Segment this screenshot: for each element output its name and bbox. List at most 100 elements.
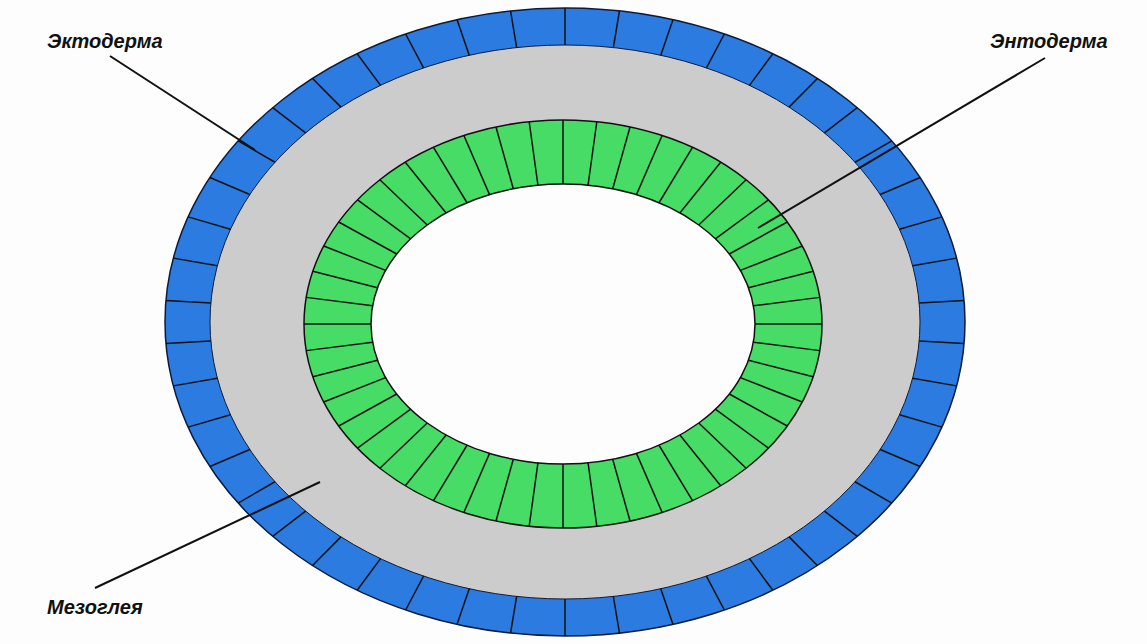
- cell-border: [306, 342, 372, 350]
- cell-border: [613, 127, 630, 189]
- cell-border: [166, 341, 211, 344]
- cell-border: [313, 537, 341, 566]
- cell-border: [706, 34, 724, 68]
- cell-border: [919, 301, 964, 304]
- cell-border: [273, 108, 306, 133]
- cell-border: [636, 136, 662, 195]
- cell-border: [706, 576, 724, 610]
- cell-border: [680, 435, 721, 486]
- cell-border: [238, 482, 275, 503]
- cell-border: [740, 378, 802, 402]
- cell-border: [313, 360, 378, 377]
- ectoderm-ring: [165, 8, 965, 636]
- leader-line: [95, 482, 320, 588]
- cell-border: [238, 141, 275, 162]
- cell-border: [358, 409, 411, 448]
- cell-border: [613, 11, 619, 48]
- cell-border: [661, 20, 673, 56]
- cell-border: [680, 162, 721, 213]
- cell-border: [357, 559, 380, 591]
- cell-border: [564, 599, 566, 636]
- cell-border: [405, 162, 446, 213]
- cell-border: [661, 589, 673, 625]
- cell-border: [529, 122, 538, 185]
- cell-border: [749, 559, 772, 591]
- cell-border: [699, 180, 746, 225]
- cell-border: [789, 78, 817, 107]
- cell-border: [562, 464, 564, 528]
- cell-border: [900, 217, 942, 229]
- cell-border: [434, 445, 468, 500]
- cell-border: [511, 596, 517, 633]
- cell-border: [380, 423, 427, 468]
- cell-border: [406, 576, 424, 610]
- cell-border: [324, 378, 386, 402]
- part-label: Энтодерма: [990, 31, 1108, 51]
- endoderm-ring: [304, 120, 822, 528]
- cell-border: [913, 258, 957, 266]
- cell-border: [636, 453, 662, 512]
- cell-border: [358, 200, 411, 239]
- cell-border: [748, 271, 813, 288]
- cell-border: [496, 459, 513, 521]
- cell-border: [753, 342, 819, 350]
- cell-border: [464, 453, 490, 512]
- cell-border: [457, 589, 469, 625]
- cell-border: [188, 217, 230, 229]
- cell-border: [755, 323, 822, 325]
- cell-border: [313, 78, 341, 107]
- cell-border: [324, 246, 386, 270]
- cell-border: [588, 463, 597, 526]
- cell-border: [659, 445, 693, 500]
- gut-cavity: [371, 184, 755, 464]
- cell-border: [464, 136, 490, 195]
- cell-border: [496, 127, 513, 189]
- cell-border: [913, 378, 957, 386]
- cell-border: [855, 482, 892, 503]
- cell-border: [313, 271, 378, 288]
- cell-border: [173, 258, 217, 266]
- cell-border: [380, 180, 427, 225]
- cell-border: [900, 415, 942, 427]
- cell-border: [659, 147, 693, 202]
- cell-border: [166, 301, 211, 304]
- cell-border: [529, 463, 538, 526]
- cell-border: [715, 200, 768, 239]
- cell-border: [740, 246, 802, 270]
- cell-border: [210, 178, 250, 195]
- cell-border: [405, 435, 446, 486]
- cell-border: [273, 511, 306, 536]
- cell-border: [880, 449, 920, 466]
- cell-border: [880, 178, 920, 195]
- cell-border: [188, 415, 230, 427]
- cell-borders: [166, 8, 964, 636]
- cell-border: [588, 122, 597, 185]
- leader-line: [758, 58, 1045, 228]
- cell-border: [699, 423, 746, 468]
- leader-line: [110, 56, 255, 150]
- cell-border: [406, 34, 424, 68]
- cell-border: [210, 449, 250, 466]
- cell-border: [457, 20, 469, 56]
- cell-border: [824, 511, 857, 536]
- cell-border: [562, 120, 564, 184]
- cell-border: [789, 537, 817, 566]
- cell-border: [749, 54, 772, 86]
- cell-border: [748, 360, 813, 377]
- cell-border: [824, 108, 857, 133]
- cell-border: [304, 323, 371, 325]
- cell-border: [613, 459, 630, 521]
- cell-border: [729, 394, 787, 426]
- cell-border: [339, 394, 397, 426]
- cell-border: [357, 54, 380, 86]
- cell-border: [339, 222, 397, 254]
- cell-border: [919, 341, 964, 344]
- cell-border: [306, 297, 372, 305]
- cell-border: [753, 297, 819, 305]
- cell-border: [434, 147, 468, 202]
- part-label: Мезоглея: [47, 597, 143, 617]
- part-label: Эктодерма: [47, 31, 163, 51]
- cell-border: [564, 8, 566, 45]
- mesoglea-ring: [210, 45, 920, 599]
